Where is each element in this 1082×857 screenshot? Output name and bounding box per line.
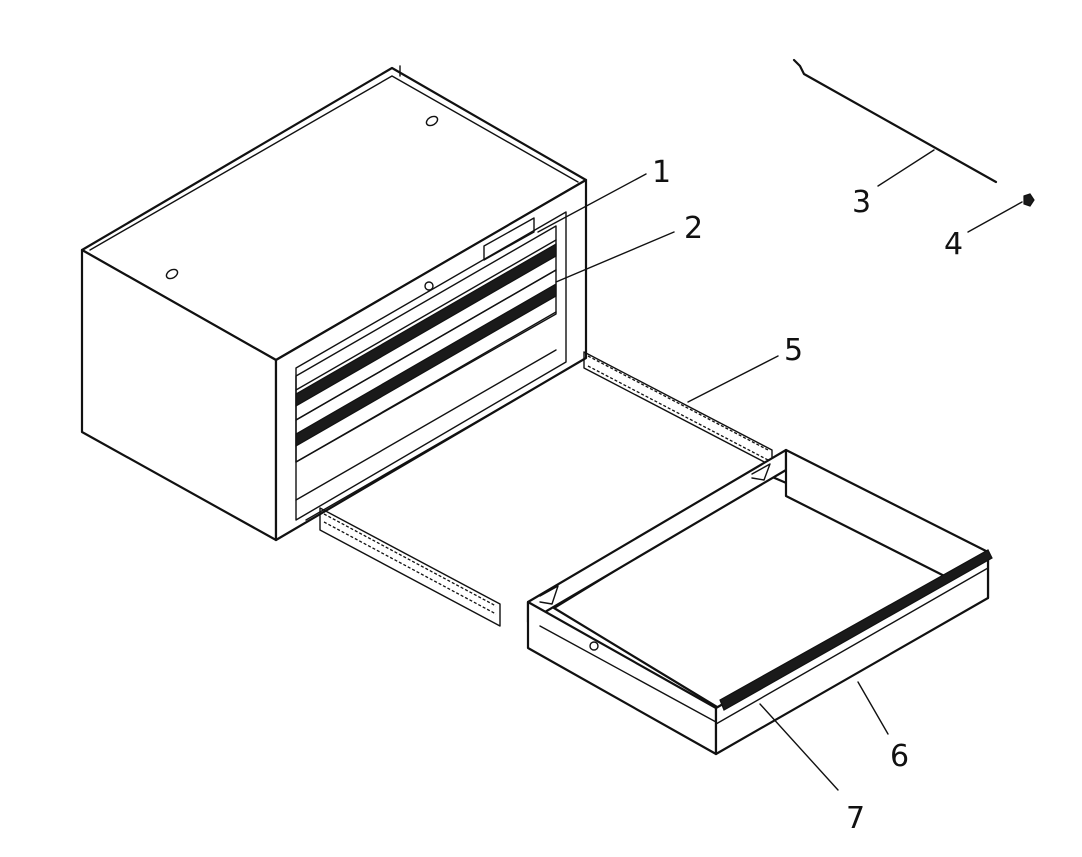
leader-lines bbox=[537, 149, 1023, 791]
drawer-slide-right bbox=[583, 351, 773, 467]
callout-6: 6 bbox=[890, 739, 909, 774]
leader-2 bbox=[555, 231, 675, 283]
leader-1 bbox=[537, 173, 647, 233]
callout-7: 7 bbox=[846, 801, 865, 836]
drawer-slide-left bbox=[319, 507, 501, 627]
top-hole-icon bbox=[425, 115, 439, 127]
drawer-slide-rail bbox=[719, 549, 993, 711]
fastener bbox=[1023, 193, 1035, 207]
lock-icon bbox=[424, 281, 434, 291]
drawer-assembly bbox=[526, 448, 993, 756]
leader-6 bbox=[857, 681, 889, 735]
drawer-2-handle bbox=[295, 282, 557, 448]
callout-labels: 1 2 3 4 5 6 7 bbox=[652, 155, 963, 836]
callout-1: 1 bbox=[652, 155, 671, 190]
drawer-label-plate bbox=[483, 217, 535, 261]
leader-3 bbox=[877, 149, 935, 187]
tool-chest-cabinet bbox=[80, 65, 588, 542]
leader-7 bbox=[759, 703, 839, 791]
top-hole-icon bbox=[165, 268, 179, 280]
drawer-lock-icon bbox=[589, 641, 599, 651]
drawer-1-handle bbox=[295, 242, 557, 408]
callout-4: 4 bbox=[944, 227, 963, 262]
leader-5 bbox=[687, 355, 779, 403]
callout-3: 3 bbox=[852, 185, 871, 220]
drawer-2 bbox=[295, 269, 557, 463]
callout-5: 5 bbox=[784, 333, 803, 368]
callout-2: 2 bbox=[684, 211, 703, 246]
leader-4 bbox=[967, 201, 1023, 233]
lock-rod bbox=[792, 58, 998, 184]
